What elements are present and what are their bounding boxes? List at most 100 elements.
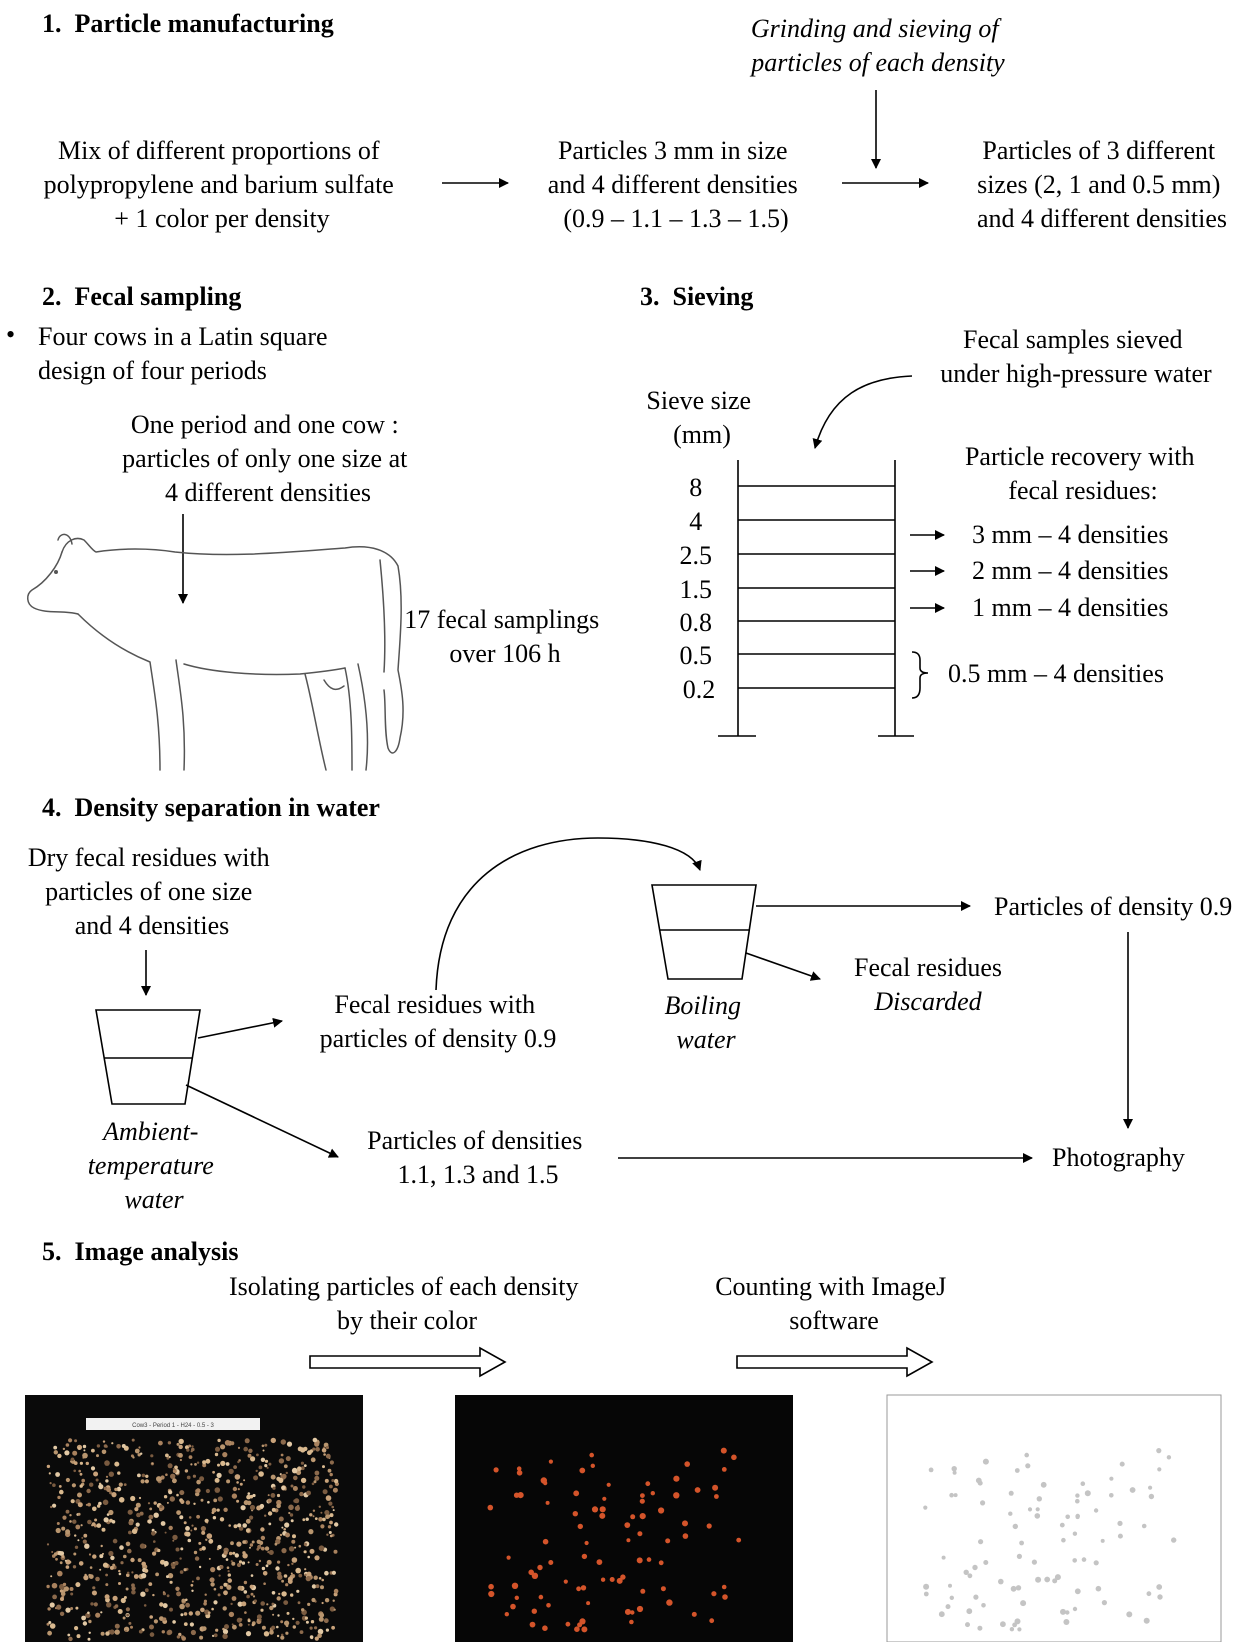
fecal-particle [290,1519,294,1523]
fecal-particle [101,1527,106,1532]
fecal-particle [166,1501,169,1504]
fecal-particle [178,1438,184,1445]
fecal-particle [98,1501,102,1506]
fecal-particle [323,1453,326,1456]
isolated-particle [572,1511,578,1517]
fecal-particle [147,1502,151,1505]
fecal-particle [236,1499,240,1503]
fecal-particle [87,1611,90,1615]
counted-particle [1109,1476,1114,1481]
fecal-particle [151,1462,154,1465]
fecal-particle [167,1629,173,1635]
fecal-particle [302,1485,306,1489]
counted-particle [1075,1493,1080,1498]
fecal-particle [231,1623,234,1626]
section-title-density-separation: 4. Density separation in water [42,793,380,822]
fecal-particle [297,1601,301,1605]
fecal-particle [165,1473,168,1476]
counted-particle [1075,1515,1080,1520]
fecal-particle [222,1633,228,1640]
fecal-particle [217,1463,220,1467]
fecal-particle [206,1521,209,1524]
fecal-particle [162,1617,167,1622]
fecal-particle [227,1578,232,1583]
fecal-particle [77,1512,81,1516]
counted-particle [977,1625,983,1631]
fecal-particle [190,1463,193,1466]
counted-particle [1126,1611,1133,1618]
boiling-to-discarded-arrow [745,952,821,981]
fecal-particle [75,1606,79,1610]
isolated-particle [537,1564,543,1571]
fecal-particle [333,1588,339,1594]
isolated-particle [640,1493,645,1498]
fecal-particle [300,1466,305,1471]
isolated-particle [580,1585,587,1591]
fecal-particle [220,1460,226,1466]
fecal-particle [329,1534,333,1538]
fecal-particle [87,1637,91,1641]
fecal-particle [118,1582,121,1585]
fecal-particle [314,1636,319,1641]
fecal-particle [175,1586,180,1592]
fecal-particle [110,1555,115,1561]
sieve-size-values: 8 4 2.5 1.5 0.8 0.5 0.2 [680,473,719,704]
fecal-particle [62,1515,67,1520]
sieve-size-label: Sieve size (mm) [646,386,757,449]
fecal-particle [320,1585,324,1590]
fecal-particle [262,1571,268,1576]
fecal-particle [185,1598,188,1602]
fecal-particle [264,1514,267,1517]
fecal-particle [249,1515,254,1520]
fecal-particle [224,1624,229,1630]
fecal-particle [324,1478,329,1483]
fecal-particle [236,1481,239,1484]
fecal-particle [85,1612,91,1619]
isolated-particle [624,1522,631,1528]
fecal-particle [162,1603,168,1609]
fecal-particle [93,1602,98,1607]
isolated-particle [576,1586,581,1592]
fecal-particle [159,1616,164,1621]
fecal-particle [278,1592,281,1595]
fecal-particle [327,1525,332,1529]
fecal-particle [217,1593,221,1597]
fecal-particle [246,1594,250,1599]
fecal-particle [145,1474,149,1479]
counted-particle [1020,1600,1027,1607]
fecal-particle [117,1471,121,1475]
fecal-particle [325,1628,329,1632]
fecal-particle [211,1607,214,1611]
fecal-particle [226,1584,232,1590]
fecal-particle [214,1487,221,1493]
counted-particle [1024,1452,1029,1458]
fecal-particle [313,1575,318,1580]
fecal-particle [236,1541,242,1547]
section-title-image-analysis: 5. Image analysis [42,1237,238,1266]
isolated-particle [714,1494,719,1499]
fecal-particle [314,1470,320,1476]
fecal-particle [67,1633,71,1637]
fecal-particle [95,1576,100,1582]
density09-label: Particles of density 0.9 [994,892,1232,921]
fecal-particle [277,1574,283,1580]
mix-label: Mix of different proportions of polyprop… [44,136,401,233]
fecal-particle [199,1548,203,1551]
fecal-particle [261,1625,266,1630]
isolated-particle [600,1577,606,1582]
fecal-particle [46,1543,50,1546]
fecal-particle [49,1623,56,1629]
fecal-particle [148,1582,153,1586]
fecal-particle [297,1466,302,1471]
fecal-particle [112,1595,118,1601]
fecal-particle [196,1576,200,1581]
fecal-particle [101,1449,107,1455]
output-3mm: 3 mm – 4 densities [972,520,1168,549]
fecal-particle [88,1619,92,1624]
isolated-particle [609,1577,615,1582]
fecal-particle [294,1546,297,1549]
fecal-particle [286,1611,290,1615]
fecal-particle [206,1533,213,1539]
fecal-particle [252,1595,256,1598]
isolated-particle [599,1512,606,1519]
